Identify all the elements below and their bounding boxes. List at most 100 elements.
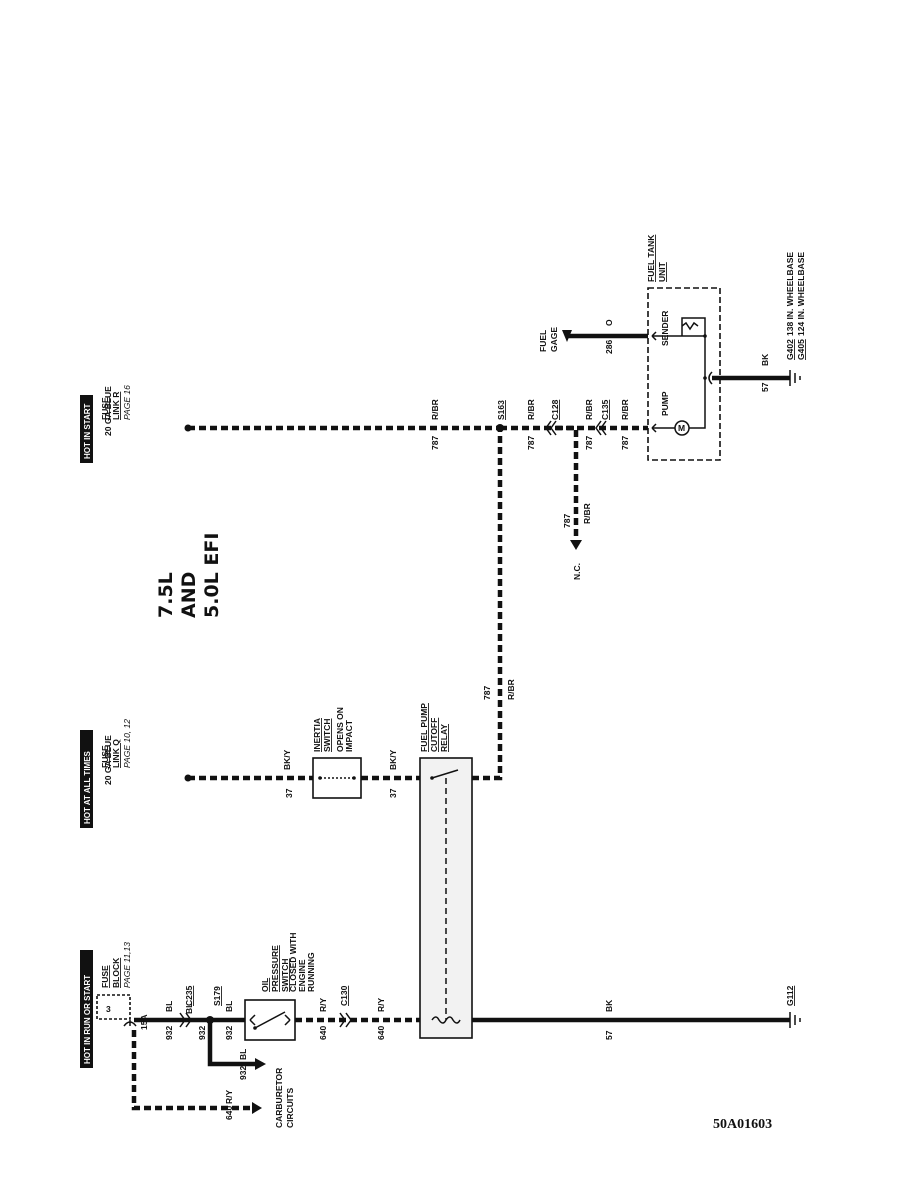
- svg-text:RELAY: RELAY: [439, 724, 449, 752]
- fuel-tank-unit: M SENDER PUMP FUEL TANK UNIT: [646, 234, 721, 461]
- svg-text:3: 3: [106, 1004, 111, 1014]
- svg-text:BLOCK: BLOCK: [111, 957, 121, 988]
- svg-text:PAGE 16: PAGE 16: [122, 385, 132, 420]
- svg-text:37: 37: [388, 788, 398, 798]
- svg-text:CLOSED WITH: CLOSED WITH: [288, 933, 298, 993]
- svg-text:CARBURETOR: CARBURETOR: [274, 1068, 284, 1128]
- svg-text:R/BR: R/BR: [584, 399, 594, 420]
- svg-text:SWITCH: SWITCH: [322, 718, 332, 752]
- svg-text:IMPACT: IMPACT: [344, 719, 354, 752]
- svg-text:BL: BL: [184, 1003, 194, 1014]
- svg-text:C130: C130: [339, 985, 349, 1006]
- svg-text:640: 640: [376, 1026, 386, 1040]
- svg-text:CUTOFF: CUTOFF: [429, 718, 439, 752]
- svg-text:AND: AND: [178, 572, 200, 618]
- svg-text:BL: BL: [224, 1001, 234, 1012]
- svg-text:5.0L EFI: 5.0L EFI: [201, 533, 223, 618]
- wire-57-ground-g112: 57 BK G112: [472, 985, 801, 1040]
- svg-text:FUEL TANK: FUEL TANK: [646, 234, 656, 282]
- svg-text:R/BR: R/BR: [430, 399, 440, 420]
- svg-text:OIL: OIL: [260, 978, 270, 992]
- svg-text:HOT IN RUN OR START: HOT IN RUN OR START: [83, 975, 92, 1064]
- svg-text:57: 57: [604, 1030, 614, 1040]
- svg-text:932: 932: [197, 1026, 207, 1040]
- svg-text:S179: S179: [212, 986, 222, 1006]
- engine-label: 7.5L AND 5.0L EFI: [155, 533, 223, 618]
- wire-37: 37 BK/Y 37 BK/Y: [188, 749, 420, 798]
- wire-640: 640 R/Y C130 640 R/Y: [295, 985, 420, 1040]
- svg-text:BK: BK: [604, 999, 614, 1012]
- svg-text:R/Y: R/Y: [376, 998, 386, 1013]
- svg-text:PAGE 10, 12: PAGE 10, 12: [122, 719, 132, 768]
- svg-text:BK/Y: BK/Y: [388, 749, 398, 770]
- fuel-gage: FUEL GAGE 286 O: [538, 319, 648, 354]
- svg-text:124 IN. WHEELBASE: 124 IN. WHEELBASE: [796, 252, 806, 336]
- svg-text:RUNNING: RUNNING: [306, 952, 316, 992]
- svg-text:G405: G405: [796, 339, 806, 360]
- wire-787-nc-branch: 787 R/BR N.C.: [556, 425, 592, 580]
- svg-text:932: 932: [238, 1066, 248, 1080]
- wire-787-vertical: 787 R/BR: [472, 428, 516, 781]
- svg-text:HOT IN START: HOT IN START: [83, 403, 92, 459]
- svg-text:787: 787: [430, 436, 440, 450]
- svg-text:PRESSURE: PRESSURE: [270, 945, 280, 992]
- svg-text:787: 787: [584, 436, 594, 450]
- oil-pressure-switch: OIL PRESSURE SWITCH CLOSED WITH ENGINE R…: [244, 933, 316, 1041]
- figure-code: 50A01603: [713, 1117, 772, 1132]
- fuse-link-r: 20 GA BLUE FUSE LINK R PAGE 16: [100, 385, 192, 436]
- header-at-all-times: HOT AT ALL TIMES: [80, 730, 93, 828]
- svg-text:PAGE 11,13: PAGE 11,13: [122, 942, 132, 988]
- wire-57-ground-g402-g405: 57 BK G402 G405 138 IN. WHEELBASE 124 IN…: [712, 252, 806, 392]
- svg-text:20 GA BLUE: 20 GA BLUE: [103, 735, 113, 785]
- svg-text:787: 787: [562, 514, 572, 528]
- svg-text:787: 787: [620, 436, 630, 450]
- carburetor-label: CARBURETOR CIRCUITS: [274, 1068, 295, 1128]
- svg-text:C135: C135: [600, 399, 610, 420]
- svg-text:G402: G402: [785, 339, 795, 360]
- svg-text:286: 286: [604, 340, 614, 354]
- svg-text:FUSE: FUSE: [100, 745, 110, 768]
- wire-787-top: 787 R/BR S163 787 R/BR C128 787 R/BR C13…: [188, 399, 648, 450]
- svg-text:LINK R: LINK R: [111, 392, 121, 420]
- left-wire-labels: 640 R/Y 932 BL 932 BL 932 BL C235 S179 9…: [164, 985, 248, 1120]
- svg-text:640: 640: [224, 1106, 234, 1120]
- svg-text:932: 932: [224, 1026, 234, 1040]
- svg-text:UNIT: UNIT: [657, 261, 667, 282]
- svg-text:FUSE: FUSE: [100, 965, 110, 988]
- svg-text:G112: G112: [785, 985, 795, 1006]
- header-run-or-start: HOT IN RUN OR START: [80, 950, 93, 1068]
- svg-text:787: 787: [526, 436, 536, 450]
- svg-text:7.5L: 7.5L: [155, 572, 177, 618]
- svg-text:640: 640: [318, 1026, 328, 1040]
- svg-text:S163: S163: [496, 400, 506, 420]
- svg-text:932: 932: [164, 1026, 174, 1040]
- svg-text:787: 787: [482, 686, 492, 700]
- wire-932-ry-branch: [131, 1012, 266, 1114]
- svg-text:N.C.: N.C.: [572, 563, 582, 580]
- svg-text:OPENS ON: OPENS ON: [335, 707, 345, 752]
- svg-text:FUEL PUMP: FUEL PUMP: [419, 703, 429, 752]
- svg-text:37: 37: [284, 788, 294, 798]
- fuse-link-q: 20 GA BLUE FUSE LINK Q PAGE 10, 12: [100, 719, 192, 785]
- svg-text:ENGINE: ENGINE: [297, 959, 307, 992]
- svg-text:R/Y: R/Y: [318, 998, 328, 1013]
- svg-text:M: M: [678, 423, 685, 433]
- svg-text:R/BR: R/BR: [582, 503, 592, 524]
- header-in-start: HOT IN START: [80, 395, 93, 463]
- inertia-switch: INERTIA SWITCH OPENS ON IMPACT: [312, 707, 362, 799]
- fuse-block: 3 FUSE BLOCK PAGE 11,13 15A: [96, 942, 149, 1030]
- svg-text:R/BR: R/BR: [526, 399, 536, 420]
- svg-text:SWITCH: SWITCH: [280, 958, 290, 992]
- svg-text:138 IN. WHEELBASE: 138 IN. WHEELBASE: [785, 252, 795, 336]
- svg-text:HOT AT ALL TIMES: HOT AT ALL TIMES: [83, 750, 92, 824]
- svg-text:SENDER: SENDER: [660, 311, 670, 346]
- svg-text:C235: C235: [184, 985, 194, 1006]
- svg-text:FUSE: FUSE: [100, 397, 110, 420]
- svg-text:INERTIA: INERTIA: [312, 718, 322, 752]
- svg-text:BK: BK: [760, 353, 770, 366]
- svg-text:BK/Y: BK/Y: [282, 749, 292, 770]
- svg-text:BL: BL: [238, 1049, 248, 1060]
- svg-text:PUMP: PUMP: [660, 391, 670, 416]
- svg-text:O: O: [604, 319, 614, 326]
